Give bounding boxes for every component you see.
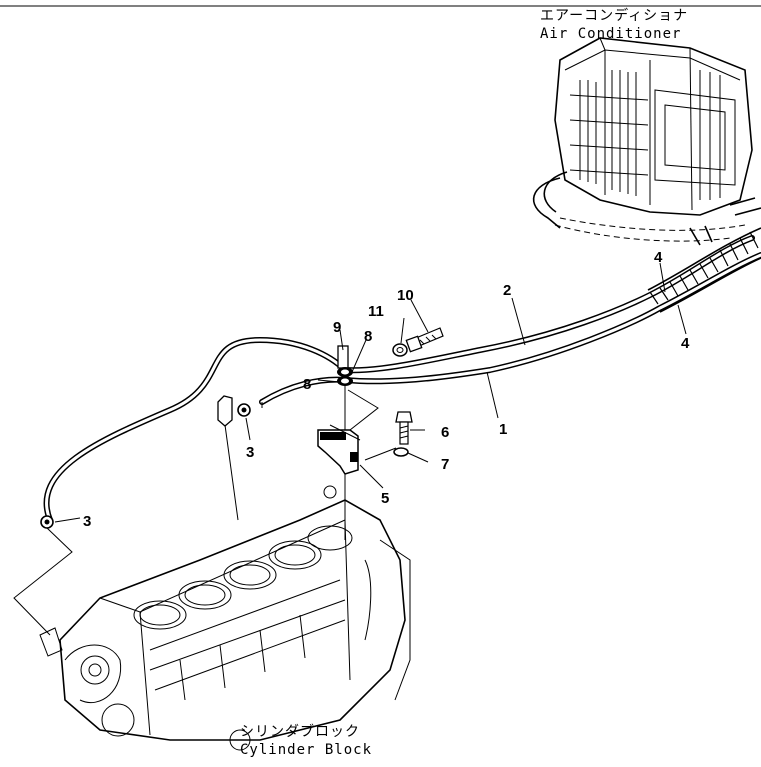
cylinder-block [39,485,411,751]
cylinder-block-caption-en: Cylinder Block [240,742,372,758]
air-conditioner-unit [532,37,761,246]
fitting-3-right [217,395,251,427]
cylinder-bores [133,525,353,630]
clamp-assembly [337,345,353,386]
callout-10: 10 [397,287,414,304]
callout-4-upper: 4 [654,249,663,266]
air-conditioner-caption-en: Air Conditioner [540,26,681,42]
bolt-leader-lines [329,424,397,461]
washer-7 [393,447,409,457]
ac-grille [579,70,721,200]
callout-8-lower: 8 [303,376,311,393]
callout-3-right: 3 [246,444,254,461]
fitting-3-left [40,515,54,529]
washer-11 [392,343,408,357]
callout-2: 2 [503,282,511,299]
air-conditioner-caption-jp: エアーコンディショナ [540,7,688,24]
callout-3-left: 3 [83,513,91,530]
callout-8-upper: 8 [364,328,372,345]
cylinder-block-caption-jp: シリンダブロック [240,723,360,740]
callout-7: 7 [441,456,449,473]
bolt-6 [395,411,413,445]
callout-5: 5 [381,490,389,507]
engine-leader-lines [13,402,263,636]
callout-1: 1 [499,421,507,438]
callout-11: 11 [368,303,384,320]
callout-9: 9 [333,319,341,336]
protector-sleeve [647,227,761,313]
callout-6: 6 [441,424,449,441]
bracket-5 [317,429,359,475]
callout-leaders [54,262,687,523]
bolt-10 [405,327,444,353]
callout-4-lower: 4 [681,335,690,352]
hose-1 [259,252,761,405]
